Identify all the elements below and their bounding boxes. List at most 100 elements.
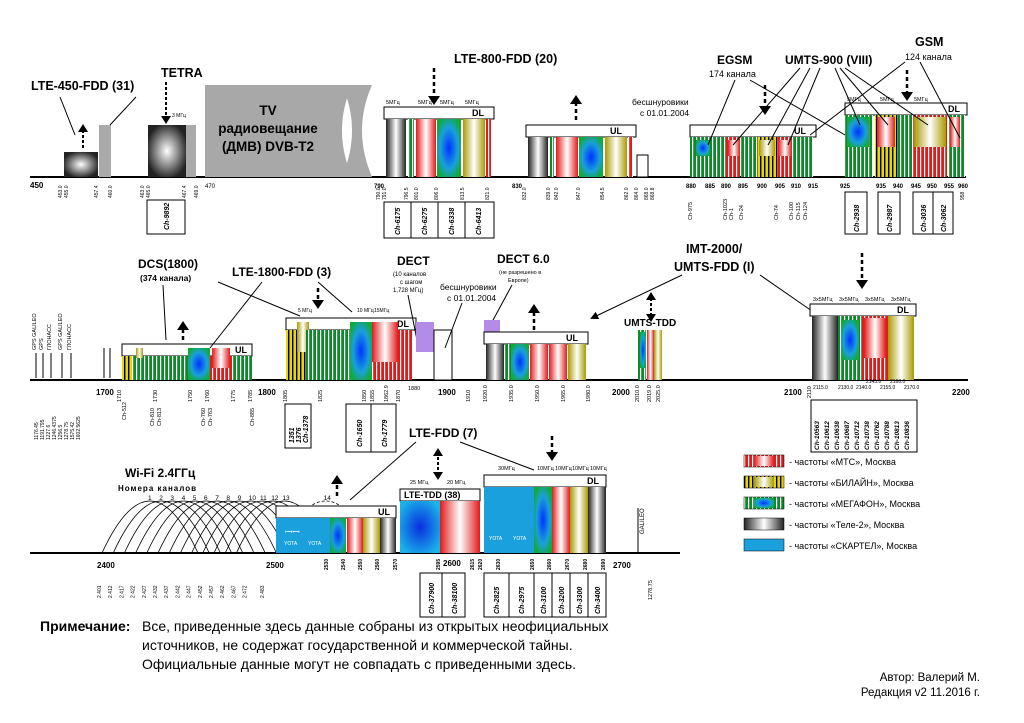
dect-block: [416, 322, 434, 352]
umts2100-dl: DL: [897, 305, 909, 315]
lte-tdd-mts: [440, 501, 480, 553]
gps-freq-3: 1227.6: [46, 424, 52, 440]
dect6-sub2: Европе): [508, 278, 529, 284]
row2-fm-1870: 1870: [396, 390, 402, 402]
lte800-mts: [416, 119, 436, 177]
gsm-megafon-2: [897, 115, 913, 177]
lte800-ch-2: Ch-6275: [422, 208, 429, 235]
row3-fm-2530: 2530: [324, 559, 330, 570]
row1-fm-862: 862.0: [624, 187, 630, 200]
gps-arrows: [35, 348, 111, 378]
dect6-leader: [491, 284, 513, 323]
row1-freq-marks: 453.0 455.0 457.4 460.0 463.0 465.0 467.…: [58, 185, 966, 200]
dcs-beeline-marker: [136, 348, 143, 358]
legend-swatch-inner-0: [754, 456, 774, 466]
row3-axis-2700: 2700: [613, 561, 631, 570]
umts2100-bw-2: 3x5МГц: [839, 297, 859, 303]
wifi-arc-1: [101, 500, 199, 554]
wifi-arc-6: [157, 500, 255, 554]
row3-fm-2560: 2560: [375, 559, 381, 570]
lte-tdd-ch-boxes: Ch-37900 Ch-38100: [419, 572, 466, 618]
gsm-bw-3: 5МГц: [914, 97, 929, 103]
row2-fm-2170: 2170.0: [904, 385, 920, 391]
umts900-ch-1: Ch-2938: [854, 205, 861, 232]
lte7-ul-arrowhead: [331, 475, 343, 484]
umts2100-ch-8: Ch-10788: [884, 421, 891, 450]
row2-fm-1850: 1850: [362, 390, 368, 402]
lte-fdd7-title: LTE-FDD (7): [409, 426, 477, 440]
author: Автор: Валерий М. Редакция v2 11.2016 г.: [861, 671, 980, 701]
row1-fm-455: 455.0: [64, 185, 70, 198]
umts-ul-beeline: [568, 344, 586, 380]
besshn2-line2: с 01.01.2004: [447, 293, 496, 303]
row2-fm-2130: 2130.0: [838, 385, 854, 391]
lte800-bw-2: 5МГц: [418, 100, 433, 106]
lte1800-ch-5: Ch-1779: [382, 420, 389, 447]
row2-fm-1775: 1775: [231, 390, 237, 402]
egsm-beeline-umts: [759, 140, 775, 156]
dect6-sub1: (не разрешено в: [499, 270, 541, 276]
dcs-arrowhead: [177, 321, 189, 330]
legend-label-4: - частоты «СКАРТЕЛ», Москва: [789, 541, 917, 551]
umts-ul-megafon-gap: [505, 344, 511, 380]
besshn2-line1: бесшнуровики: [440, 282, 497, 292]
row3-fm-2550: 2550: [358, 559, 364, 570]
row3-fm-2570: 2570: [393, 559, 399, 570]
row2-fm-1950: 1950.0: [535, 385, 541, 402]
row1-gsm-axis-labels: 790 830 880 885 890 895 900 905 910 915 …: [374, 184, 969, 190]
note-line3: Официальные данные могут не совпадать с …: [142, 656, 577, 672]
row1-fm-847: 847.0: [576, 187, 582, 200]
row3-axis-2500: 2500: [266, 561, 284, 570]
gsm-mts-umts-2: [950, 117, 960, 147]
egsm-title: EGSM: [717, 53, 752, 67]
lte800-megafon: [437, 119, 461, 177]
dcs-sub: (374 канала): [140, 273, 191, 283]
umts-tdd-title: UMTS-TDD: [624, 318, 676, 329]
tetra-title: TETRA: [161, 66, 203, 80]
row2-axis-2000: 2000: [612, 388, 630, 397]
lte-tdd-arrowhead-up: [433, 448, 443, 456]
gsm-channel-boxes: Ch-2938 Ch-2987 Ch-3036 Ch-3062: [844, 191, 954, 235]
umts-tdd-mts: [647, 330, 654, 380]
row1-band: 450 LTE-450-FDD (31) TETRA 3 МГц Ch-9892…: [30, 35, 969, 239]
lte7-ul: UL: [378, 507, 390, 517]
gsm-mts-umts: [877, 117, 895, 147]
row2-fm-2025: 2025.0: [656, 385, 662, 402]
lte-fdd7-leader-1: [349, 441, 417, 501]
row2-fm-1825: 1825: [318, 390, 324, 402]
lte7-bw30: 30МГц: [498, 466, 516, 472]
gps-label-2: GPS: [39, 338, 45, 350]
dcs-megafon: [132, 356, 188, 380]
tv-title-2: радиовещание: [218, 121, 318, 136]
legend-label-1: - частоты «БИЛАЙН», Москва: [789, 477, 914, 488]
besshn1-block: [636, 154, 649, 178]
umts900-ch-3: Ch-3036: [921, 205, 928, 232]
row3-fm-2660: 2660: [547, 559, 553, 570]
egsm-megafon-3: [793, 137, 813, 177]
row1-axis-955: 955: [944, 184, 955, 190]
row1-fm-460: 460.0: [108, 185, 114, 198]
umts-tdd-megafon-2: [640, 332, 646, 368]
lte7-dl: DL: [587, 476, 599, 486]
gps-freq-4: 1246.4375: [52, 416, 58, 440]
lte7-ch-1: Ch-2825: [494, 587, 501, 614]
lte800-tele2: [386, 119, 406, 177]
umts-dl-megafon-lte: [841, 320, 859, 360]
wifi-ch-8: 8: [226, 495, 230, 502]
lte-tdd-ch-1: Ch-37900: [429, 583, 436, 614]
lte7-ch-2: Ch-2975: [519, 587, 526, 614]
row2-axis-1800: 1800: [258, 388, 276, 397]
wifi-ch-6: 6: [204, 495, 208, 502]
row1-fm-467: 467.4: [182, 185, 188, 198]
gps-freq-6: 1278.75: [64, 422, 70, 440]
wifi-arc-4: [135, 500, 232, 554]
gps-freq-5: 1256.5: [58, 424, 64, 440]
lte450-arrowhead: [78, 124, 88, 132]
row1-fm-821: 821.0: [485, 187, 491, 200]
dcs-channel-labels: Ch-512 Ch-810 Ch-813 Ch-760 Ch-763 Ch-88…: [122, 402, 256, 426]
gsm-ch-115: Ch-115: [796, 202, 802, 220]
row3-fm-2630: 2630: [496, 559, 502, 570]
row1-axis-940: 940: [893, 184, 904, 190]
row1-axis-790: 790: [374, 184, 385, 190]
